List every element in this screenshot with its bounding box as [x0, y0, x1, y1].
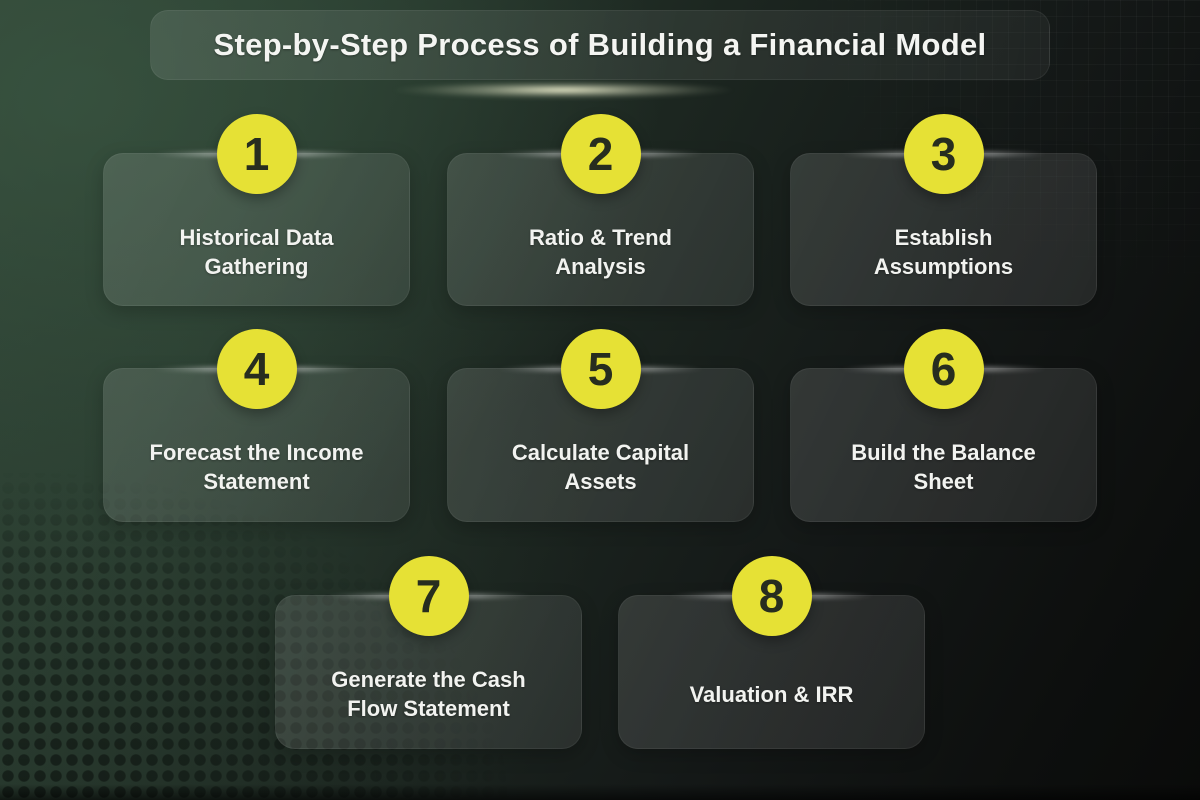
step-label: Build the Balance Sheet: [851, 440, 1036, 494]
step-card-6: 6 Build the Balance Sheet: [790, 329, 1097, 522]
step-number-badge: 6: [903, 329, 984, 409]
step-label: Generate the Cash Flow Statement: [331, 667, 526, 721]
step-label-wrap: Forecast the Income Statement: [104, 413, 409, 521]
step-label: Historical Data Gathering: [179, 224, 334, 279]
bottom-vignette: [0, 784, 1200, 800]
step-card-2: 2 Ratio & Trend Analysis: [447, 114, 754, 306]
step-label: Valuation & IRR: [689, 681, 854, 707]
step-card-1: 1 Historical Data Gathering: [103, 114, 410, 306]
step-number-badge: 4: [216, 329, 297, 409]
step-label: Ratio & Trend Analysis: [528, 224, 672, 279]
step-label-wrap: Calculate Capital Assets: [448, 413, 753, 521]
page-title: Step-by-Step Process of Building a Finan…: [213, 27, 987, 62]
step-label-wrap: Ratio & Trend Analysis: [448, 198, 753, 305]
step-label-wrap: Establish Assumptions: [791, 198, 1096, 305]
step-label-wrap: Historical Data Gathering: [104, 198, 409, 305]
step-label: Calculate Capital Assets: [511, 440, 690, 494]
step-card-7: 7 Generate the Cash Flow Statement: [275, 556, 582, 749]
step-number-badge: 7: [388, 556, 469, 636]
lens-flare-glow: [370, 78, 830, 102]
step-label-wrap: Valuation & IRR: [619, 640, 924, 748]
step-card-4: 4 Forecast the Income Statement: [103, 329, 410, 522]
step-label: Establish Assumptions: [873, 224, 1014, 279]
step-number-badge: 5: [560, 329, 641, 409]
title-panel: Step-by-Step Process of Building a Finan…: [150, 10, 1050, 80]
step-number-badge: 3: [903, 114, 984, 194]
step-number-badge: 1: [216, 114, 297, 194]
step-number-badge: 8: [731, 556, 812, 636]
step-number-badge: 2: [560, 114, 641, 194]
step-card-8: 8 Valuation & IRR: [618, 556, 925, 749]
step-card-3: 3 Establish Assumptions: [790, 114, 1097, 306]
step-label-wrap: Generate the Cash Flow Statement: [276, 640, 581, 748]
step-label: Forecast the Income Statement: [149, 440, 364, 494]
step-card-5: 5 Calculate Capital Assets: [447, 329, 754, 522]
step-label-wrap: Build the Balance Sheet: [791, 413, 1096, 521]
